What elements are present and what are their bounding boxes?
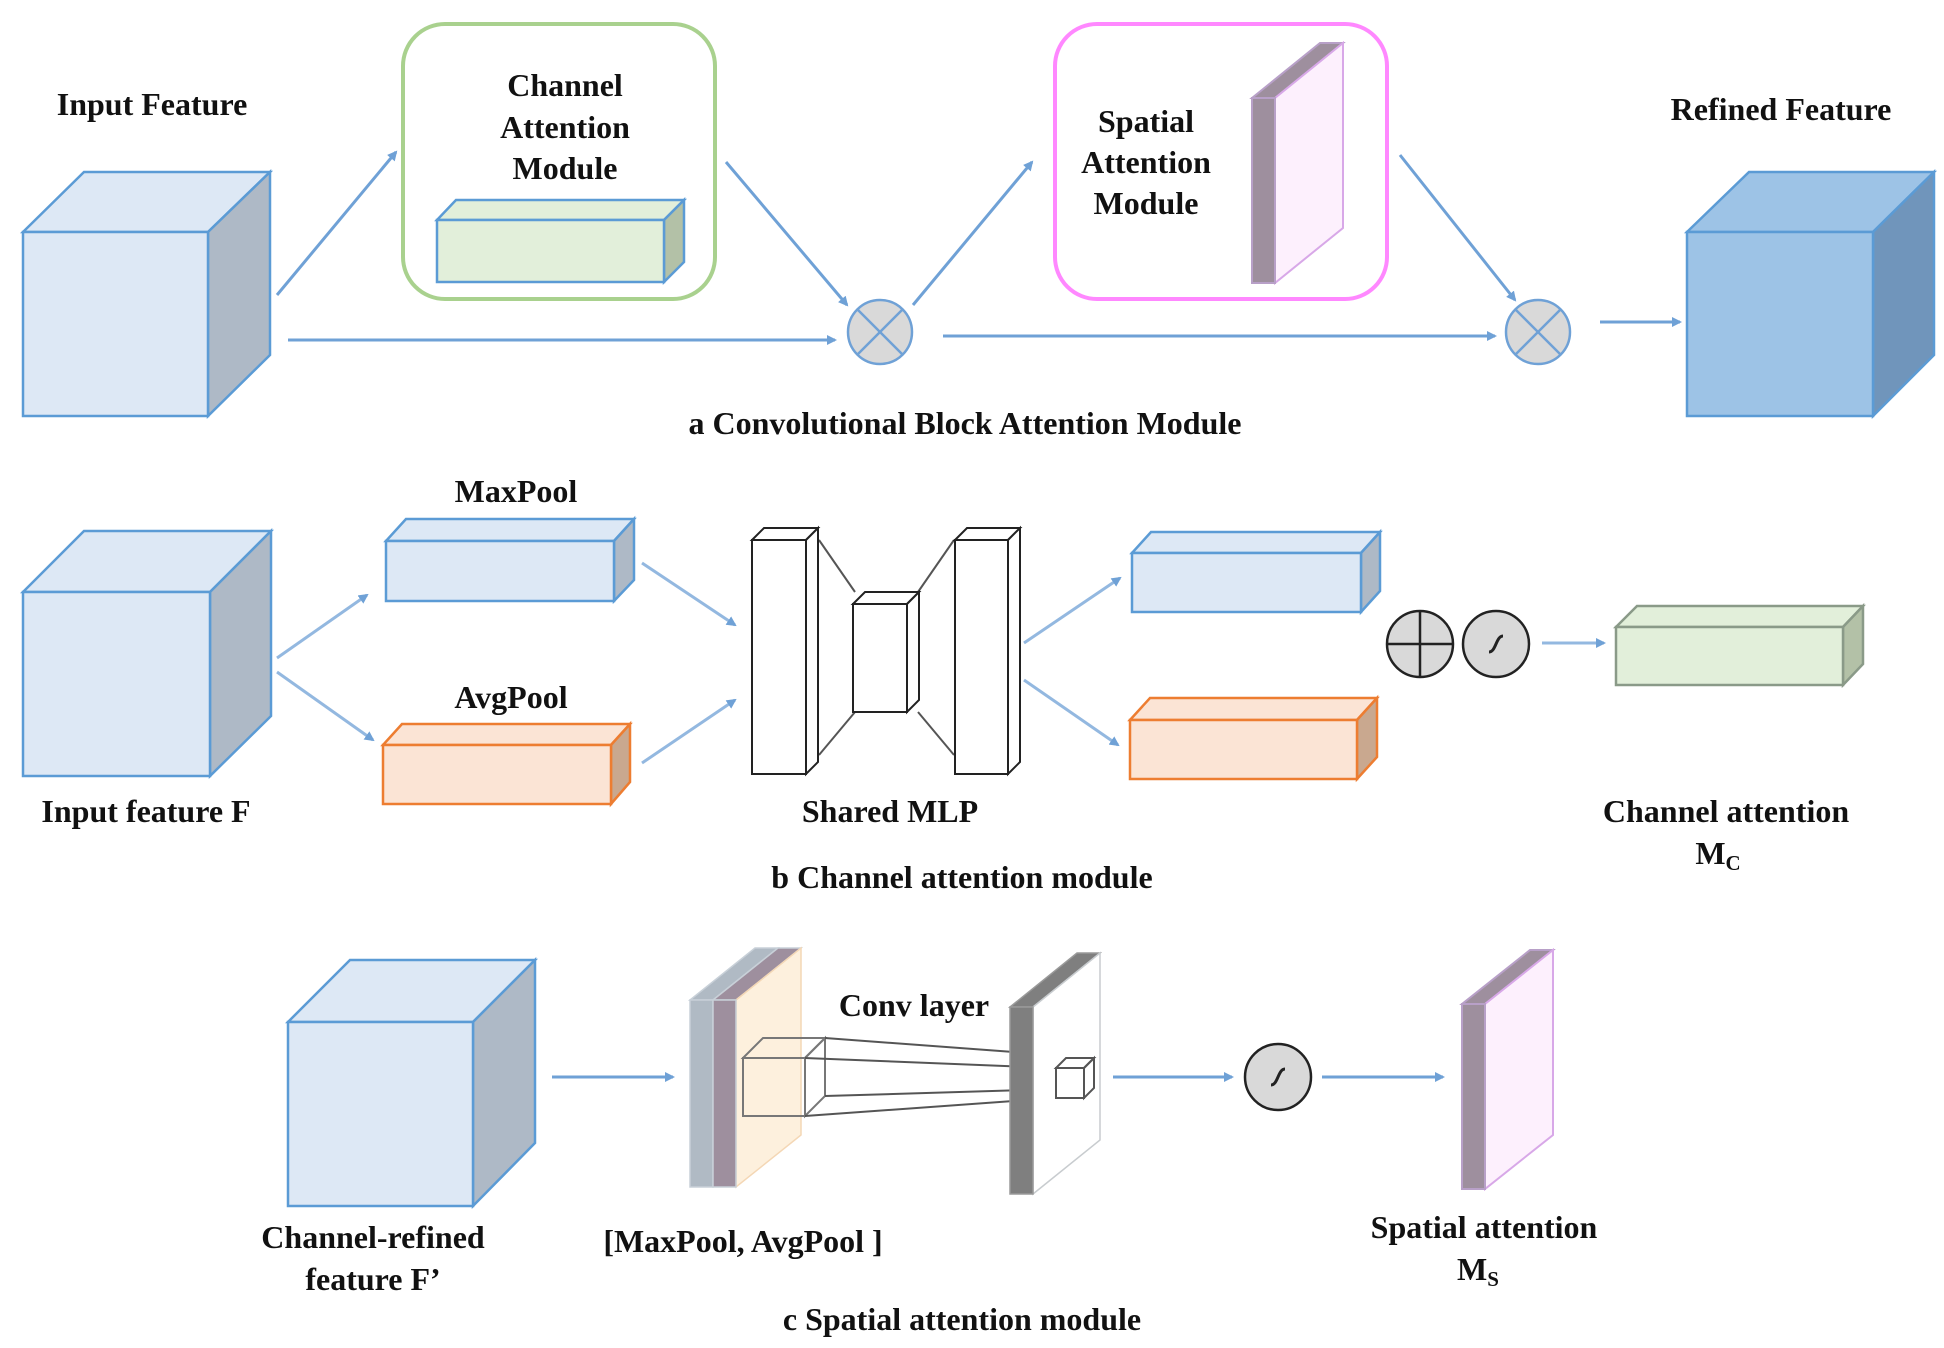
input-feature-f-label: Input feature F bbox=[41, 793, 250, 829]
channel-refined-feature-cube bbox=[284, 956, 539, 1210]
multiply-operator-1 bbox=[846, 298, 914, 366]
channel-attention-module-box: Channel Attention Module bbox=[401, 22, 717, 301]
spatial-module-line-2: Attention bbox=[1081, 144, 1211, 180]
caption-a: a Convolutional Block Attention Module bbox=[689, 405, 1242, 441]
section-c: Channel-refined feature F’ Conv layer bbox=[261, 946, 1598, 1337]
shared-mlp-label: Shared MLP bbox=[802, 793, 978, 829]
section-a-arrows bbox=[275, 150, 1682, 345]
input-feature-cube bbox=[19, 169, 274, 419]
spatial-attention-label: Spatial attention bbox=[1371, 1209, 1598, 1245]
caption-b: b Channel attention module bbox=[771, 859, 1152, 895]
mlp-output-orange-block bbox=[1127, 694, 1380, 783]
multiply-operator-2 bbox=[1504, 298, 1572, 366]
section-b-arrows bbox=[276, 561, 1606, 765]
conv-output-map bbox=[1007, 951, 1103, 1196]
input-feature-f-cube bbox=[19, 527, 275, 779]
avgpool-label: AvgPool bbox=[454, 679, 567, 715]
section-b: Input feature F MaxPool AvgPool bbox=[19, 473, 1866, 895]
conv-layer-label: Conv layer bbox=[839, 987, 989, 1023]
channel-refined-label-line-2: feature F’ bbox=[305, 1261, 440, 1297]
spatial-attention-map bbox=[1249, 40, 1346, 286]
channel-attention-map bbox=[1612, 602, 1866, 689]
channel-refined-label-line-1: Channel-refined bbox=[261, 1219, 485, 1255]
spatial-attention-module-box: Spatial Attention Module bbox=[1053, 22, 1389, 301]
spatial-attention-symbol: MS bbox=[1457, 1251, 1499, 1291]
maxpool-block bbox=[383, 515, 637, 605]
refined-feature-label: Refined Feature bbox=[1671, 91, 1892, 127]
avgpool-block bbox=[380, 720, 633, 808]
spatial-module-line-3: Module bbox=[1094, 185, 1199, 221]
channel-attention-block bbox=[434, 196, 688, 286]
mlp-output-blue-block bbox=[1129, 528, 1383, 616]
sum-operator bbox=[1385, 609, 1455, 679]
spatial-attention-map-c bbox=[1459, 947, 1556, 1192]
channel-module-line-3: Module bbox=[513, 150, 618, 186]
sigmoid-operator-c bbox=[1243, 1042, 1313, 1112]
concat-pool-label: [MaxPool, AvgPool ] bbox=[603, 1223, 882, 1259]
channel-module-line-2: Attention bbox=[500, 109, 630, 145]
maxpool-label: MaxPool bbox=[455, 473, 578, 509]
pooled-feature-maps bbox=[687, 946, 804, 1189]
shared-mlp bbox=[749, 525, 1023, 777]
refined-feature-cube bbox=[1683, 169, 1938, 420]
spatial-module-line-1: Spatial bbox=[1098, 103, 1194, 139]
input-feature-label: Input Feature bbox=[57, 86, 248, 122]
caption-c: c Spatial attention module bbox=[783, 1301, 1141, 1337]
channel-attention-label: Channel attention bbox=[1603, 793, 1849, 829]
channel-module-line-1: Channel bbox=[507, 67, 623, 103]
sigmoid-operator-b bbox=[1461, 609, 1531, 679]
section-a: Input Feature Channel Attention Module S… bbox=[19, 22, 1938, 441]
channel-attention-symbol: MC bbox=[1695, 835, 1740, 875]
